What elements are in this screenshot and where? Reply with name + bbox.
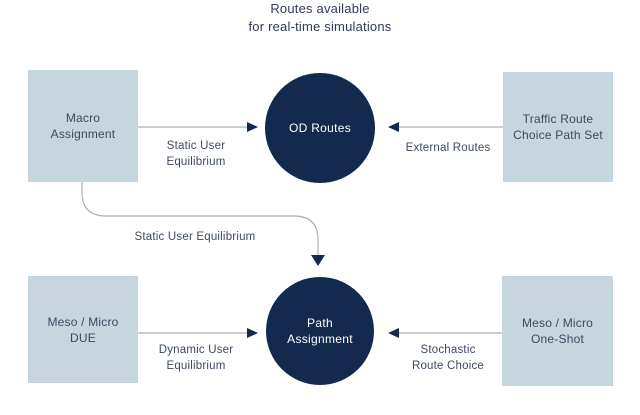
- static-ue-top-line2: Equilibrium: [166, 156, 226, 168]
- meso-micro-due-label-line1: Meso / Micro: [47, 314, 119, 329]
- stochastic-route-choice-label: Stochastic Route Choice: [390, 342, 506, 374]
- meso-micro-one-shot-label-line2: One-Shot: [531, 332, 584, 346]
- diagram-title: Routes available for real-time simulatio…: [0, 0, 640, 36]
- od-routes-circle: OD Routes: [265, 73, 375, 183]
- path-assignment-label-line2: Assignment: [287, 332, 353, 346]
- macro-assignment-label-line2: Assignment: [50, 127, 116, 141]
- dynamic-ue-line1: Dynamic User: [158, 344, 234, 356]
- meso-micro-due-label-line2: DUE: [70, 330, 96, 345]
- traffic-route-choice-path-set-box: Traffic Route Choice Path Set: [503, 72, 613, 182]
- external-routes-label: External Routes: [390, 140, 506, 156]
- external-routes-text: External Routes: [405, 142, 491, 154]
- traffic-route-label-line2: Choice Path Set: [513, 128, 603, 142]
- static-user-equilibrium-curved-label: Static User Equilibrium: [110, 229, 280, 245]
- static-ue-top-line1: Static User: [166, 140, 226, 152]
- diagram-title-line2: for real-time simulations: [248, 19, 392, 34]
- stochastic-line1: Stochastic: [420, 344, 476, 356]
- dynamic-ue-line2: Equilibrium: [166, 360, 226, 372]
- meso-micro-one-shot-label-line1: Meso / Micro: [521, 316, 594, 330]
- static-user-equilibrium-arrow: [138, 122, 258, 132]
- stochastic-route-choice-arrow: [388, 328, 502, 338]
- static-ue-curved-text: Static User Equilibrium: [134, 231, 256, 243]
- dynamic-user-equilibrium-arrow: [138, 328, 258, 338]
- meso-micro-one-shot-box: Meso / Micro One-Shot: [502, 276, 613, 386]
- path-assignment-label-line1: Path: [307, 316, 333, 330]
- stochastic-line2: Route Choice: [411, 360, 485, 372]
- traffic-route-label-line1: Traffic Route: [522, 112, 594, 126]
- dynamic-user-equilibrium-label: Dynamic User Equilibrium: [140, 342, 252, 374]
- external-routes-arrow: [388, 122, 503, 132]
- macro-assignment-label-line1: Macro: [65, 111, 101, 125]
- meso-micro-due-box: Meso / Micro DUE: [28, 276, 138, 383]
- path-assignment-circle: Path Assignment: [266, 277, 374, 385]
- diagram-title-line1: Routes available: [270, 1, 370, 16]
- static-user-equilibrium-top-label: Static User Equilibrium: [140, 138, 252, 170]
- od-routes-label: OD Routes: [288, 121, 352, 135]
- static-user-equilibrium-curved-arrow: [81, 182, 325, 266]
- macro-assignment-box: Macro Assignment: [28, 70, 138, 182]
